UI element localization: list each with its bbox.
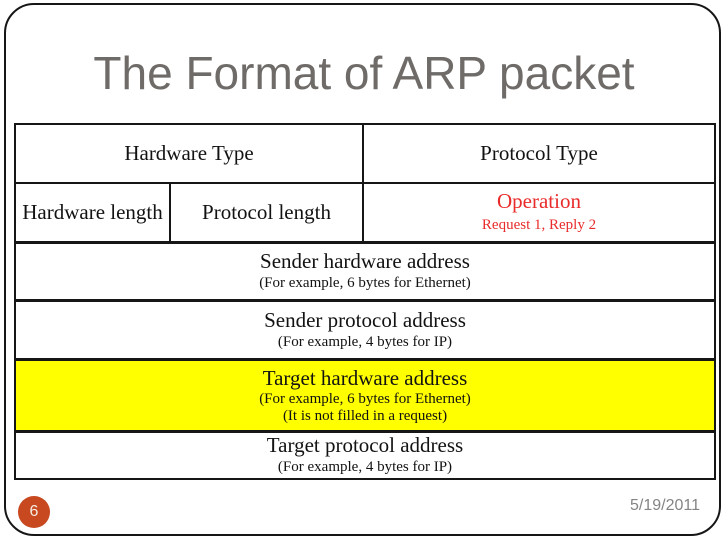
row-sender-hardware-address: Sender hardware address (For example, 6 …: [14, 240, 716, 301]
row-types: Hardware Type Protocol Type: [14, 123, 716, 184]
sender-protocol-address-example: (For example, 4 bytes for IP): [277, 333, 453, 350]
sender-hardware-address-example: (For example, 6 bytes for Ethernet): [259, 275, 471, 292]
row-lengths-operation: Hardware length Protocol length Operatio…: [14, 182, 716, 243]
cell-protocol-type: Protocol Type: [362, 123, 716, 184]
cell-operation: Operation Request 1, Reply 2: [362, 182, 716, 243]
target-hardware-address-label: Target hardware address: [262, 365, 468, 390]
cell-protocol-length: Protocol length: [169, 182, 364, 243]
target-hardware-address-example: (For example, 6 bytes for Ethernet): [259, 391, 471, 408]
slide-date: 5/19/2011: [630, 497, 700, 514]
cell-hardware-length: Hardware length: [14, 182, 171, 243]
hardware-length-label: Hardware length: [22, 199, 163, 224]
target-hardware-address-note: (It is not filled in a request): [282, 407, 448, 424]
target-protocol-address-label: Target protocol address: [266, 433, 464, 458]
slide-border-frame: [4, 3, 721, 536]
slide-title: The Format of ARP packet: [93, 47, 635, 99]
target-protocol-address-example: (For example, 4 bytes for IP): [277, 459, 453, 476]
operation-label: Operation: [497, 189, 581, 214]
row-target-protocol-address: Target protocol address (For example, 4 …: [14, 429, 716, 480]
protocol-length-label: Protocol length: [202, 199, 331, 224]
sender-protocol-address-label: Sender protocol address: [264, 307, 466, 332]
sender-hardware-address-label: Sender hardware address: [260, 249, 470, 274]
row-sender-protocol-address: Sender protocol address (For example, 4 …: [14, 298, 716, 360]
cell-hardware-type: Hardware Type: [14, 123, 364, 184]
cell-sender-hardware-address: Sender hardware address (For example, 6 …: [14, 240, 716, 301]
operation-values-label: Request 1, Reply 2: [481, 217, 597, 234]
protocol-type-label: Protocol Type: [480, 140, 598, 165]
page-number-label: 6: [29, 503, 39, 520]
page-number-badge: 6: [18, 496, 50, 528]
cell-sender-protocol-address: Sender protocol address (For example, 4 …: [14, 298, 716, 360]
cell-target-protocol-address: Target protocol address (For example, 4 …: [14, 429, 716, 480]
arp-packet-table: Hardware Type Protocol Type Hardware len…: [14, 123, 716, 480]
hardware-type-label: Hardware Type: [124, 140, 254, 165]
row-target-hardware-address: Target hardware address (For example, 6 …: [14, 357, 716, 432]
cell-target-hardware-address: Target hardware address (For example, 6 …: [14, 357, 716, 432]
